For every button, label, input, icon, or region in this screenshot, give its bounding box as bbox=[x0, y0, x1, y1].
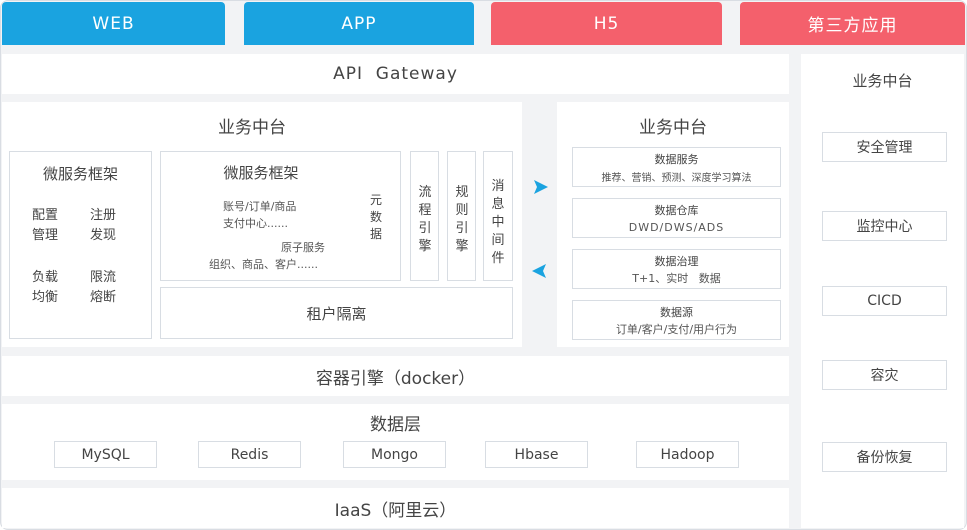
org-product-customer: 组织、商品、客户...... bbox=[209, 258, 318, 271]
framework-left: 微服务框架 配置管理 注册发现 负载均衡 限流熔断 bbox=[9, 151, 152, 339]
db-mysql: MySQL bbox=[54, 441, 157, 468]
rule-engine: 规则引擎 bbox=[447, 151, 476, 281]
tab-h5[interactable]: H5 bbox=[491, 2, 722, 45]
side-item-backup-restore: 备份恢复 bbox=[822, 442, 947, 472]
tab-third-party-label: 第三方应用 bbox=[807, 16, 898, 36]
db-redis: Redis bbox=[198, 441, 301, 468]
tab-app[interactable]: APP bbox=[244, 2, 474, 45]
data-source-desc: 订单/客户/支付/用户行为 bbox=[615, 323, 738, 336]
message-middleware: 消息中间件 bbox=[483, 151, 513, 281]
config-management: 配置管理 bbox=[32, 208, 59, 243]
api-gateway-label: API Gateway bbox=[333, 64, 458, 84]
account-order-product: 账号/订单/商品 bbox=[223, 200, 297, 213]
tab-third-party[interactable]: 第三方应用 bbox=[740, 2, 965, 45]
data-services-desc: 推荐、营销、预测、深度学习算法 bbox=[601, 172, 752, 184]
data-governance-title: 数据治理 bbox=[654, 255, 699, 268]
data-governance: 数据治理 T+1、实时 数据 bbox=[572, 249, 781, 289]
data-source: 数据源 订单/客户/支付/用户行为 bbox=[572, 300, 781, 340]
framework-center: 微服务框架 账号/订单/商品 支付中心...... 原子服务 组织、商品、客户.… bbox=[160, 151, 401, 281]
data-governance-desc: T+1、实时 数据 bbox=[632, 272, 721, 285]
tab-h5-label: H5 bbox=[593, 13, 620, 34]
container-engine: 容器引擎（docker） bbox=[2, 356, 789, 396]
db-mongo: Mongo bbox=[343, 441, 446, 468]
db-hbase: Hbase bbox=[485, 441, 588, 468]
right-platform-title: 业务中台 bbox=[639, 117, 707, 138]
framework-center-title: 微服务框架 bbox=[223, 163, 299, 182]
api-gateway: API Gateway bbox=[2, 54, 789, 94]
process-engine: 流程引擎 bbox=[410, 151, 439, 281]
message-middleware-label: 消息中间件 bbox=[491, 179, 505, 266]
process-engine-label: 流程引擎 bbox=[418, 185, 432, 254]
data-layer: 数据层 MySQL Redis Mongo Hbase Hadoop bbox=[2, 404, 789, 480]
service-discovery: 注册发现 bbox=[90, 208, 117, 243]
data-services: 数据服务 推荐、营销、预测、深度学习算法 bbox=[572, 147, 781, 187]
rule-engine-label: 规则引擎 bbox=[455, 185, 469, 254]
side-item-disaster-recovery: 容灾 bbox=[822, 360, 947, 390]
side-panel: 业务中台 安全管理 监控中心 CICD 容灾 备份恢复 bbox=[801, 54, 964, 528]
tab-app-label: APP bbox=[341, 13, 377, 34]
tab-web-label: WEB bbox=[92, 13, 135, 34]
rate-limit-circuit-break: 限流熔断 bbox=[90, 270, 117, 305]
side-item-security: 安全管理 bbox=[822, 132, 947, 162]
metadata: 元数据 bbox=[369, 193, 382, 241]
data-source-title: 数据源 bbox=[660, 306, 693, 319]
framework-left-title: 微服务框架 bbox=[42, 164, 118, 183]
side-item-cicd: CICD bbox=[822, 286, 947, 316]
right-business-platform: 业务中台 数据服务 推荐、营销、预测、深度学习算法 数据仓库 DWD/DWS/A… bbox=[557, 102, 789, 347]
left-business-platform: 业务中台 微服务框架 配置管理 注册发现 负载均衡 限流熔断 微服务框架 账号/… bbox=[2, 102, 522, 347]
iaas-layer: IaaS（阿里云） bbox=[2, 488, 789, 528]
left-platform-title: 业务中台 bbox=[218, 117, 286, 138]
atomic-services: 原子服务 bbox=[281, 241, 325, 254]
arrow-right-icon bbox=[534, 180, 548, 194]
side-panel-title: 业务中台 bbox=[852, 71, 913, 90]
arrow-left-icon bbox=[532, 264, 546, 278]
data-warehouse-title: 数据仓库 bbox=[654, 204, 699, 217]
data-layer-title: 数据层 bbox=[370, 414, 421, 435]
tenant-isolation: 租户隔离 bbox=[160, 287, 513, 339]
data-warehouse-desc: DWD/DWS/ADS bbox=[628, 220, 725, 234]
load-balancing: 负载均衡 bbox=[32, 270, 59, 305]
data-warehouse: 数据仓库 DWD/DWS/ADS bbox=[572, 198, 781, 238]
payment-center: 支付中心...... bbox=[223, 217, 288, 230]
sync-arrows bbox=[532, 180, 548, 278]
tab-web[interactable]: WEB bbox=[2, 2, 225, 45]
side-item-monitor: 监控中心 bbox=[822, 211, 947, 241]
db-hadoop: Hadoop bbox=[636, 441, 739, 468]
data-services-title: 数据服务 bbox=[654, 153, 699, 166]
